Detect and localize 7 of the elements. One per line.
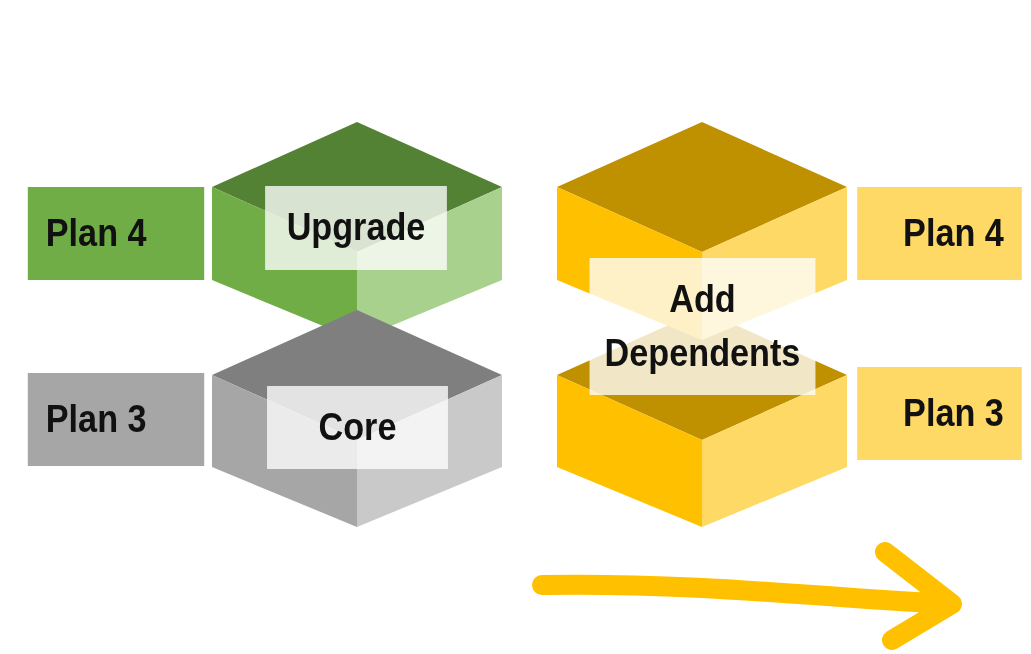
plan-band: Plan 4 — [857, 187, 1022, 280]
tier-label: Upgrade — [265, 186, 447, 270]
tier-label: Add Dependents — [589, 258, 816, 395]
plan-band: Plan 3 — [27, 373, 205, 466]
plan-band: Plan 3 — [857, 367, 1022, 460]
plan-band: Plan 4 — [27, 187, 205, 280]
tier-label: Core — [267, 386, 448, 469]
